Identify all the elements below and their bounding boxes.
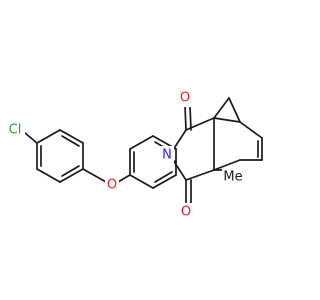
carbonyl-oxygen-bottom-label: O: [181, 205, 191, 220]
nitrogen-label: N: [162, 148, 172, 163]
atom-label-group: Cl O N O O Me: [3, 89, 244, 221]
bond-cl-c: [24, 132, 38, 144]
chemical-structure-diagram: Cl O N O O Me: [3, 89, 263, 221]
chlorine-label: Cl: [9, 123, 22, 138]
bond-ring2: [129, 135, 154, 150]
bond-ring2: [152, 174, 177, 189]
label-background: [222, 168, 244, 186]
bond-ring1: [36, 168, 61, 183]
bond-co-top: [184, 105, 187, 131]
bond-o-c-ether: [117, 174, 131, 183]
bond-co-top-double: [189, 105, 192, 131]
bond-cage: [239, 121, 263, 139]
bond-ring1: [36, 129, 61, 144]
label-background: [3, 121, 25, 139]
bond-ring1-double: [61, 165, 80, 177]
bond-c-c: [185, 169, 215, 181]
label-background: [160, 146, 174, 164]
bond-ring2: [129, 174, 154, 189]
bond-ring1: [59, 129, 84, 144]
structure-canvas: Cl O N O O Me: [3, 89, 263, 221]
bond-bridge: [228, 97, 241, 123]
label-background: [105, 176, 119, 194]
methyl-label: Me: [223, 170, 242, 185]
label-background: [178, 89, 192, 107]
bond-c-n: [172, 159, 187, 181]
bond-ring1-double: [61, 135, 80, 147]
ether-oxygen-label: O: [107, 178, 117, 193]
bond-cage: [213, 117, 241, 123]
bond-cage: [213, 159, 241, 171]
bond-n-c: [172, 129, 187, 151]
bond-ring1: [59, 168, 84, 183]
bond-layer: [24, 97, 263, 205]
bond-c-o-ether: [82, 168, 107, 183]
bond-bridge: [213, 97, 230, 119]
bond-ring2-double: [154, 171, 173, 183]
carbonyl-oxygen-top-label: O: [180, 91, 190, 106]
label-background: [179, 203, 193, 221]
